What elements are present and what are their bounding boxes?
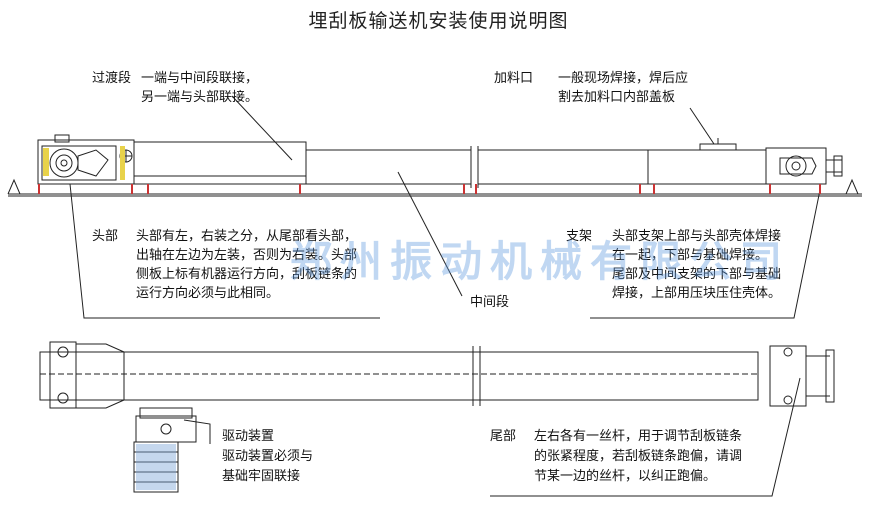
head-accent-right xyxy=(120,146,125,180)
head-accent-left xyxy=(43,148,49,176)
tail-screw-block xyxy=(833,155,843,177)
drive-motor xyxy=(133,441,179,493)
label-head-name: 头部 xyxy=(92,229,119,244)
leader-drive xyxy=(183,419,211,444)
plan-casing-outer xyxy=(39,351,759,401)
label-inlet-line2: 割去加料口内部盖板 xyxy=(558,90,676,105)
head-drive-block xyxy=(77,149,109,177)
label-support-name: 支架 xyxy=(566,229,593,244)
label-head-line4: 运行方向必须与此相同。 xyxy=(136,286,280,301)
plan-head-block xyxy=(49,341,77,409)
label-tail-line3: 节某一边的丝杆，以纠正跑偏。 xyxy=(534,469,717,484)
leader-tail xyxy=(490,377,801,497)
watermark-text: 郑州振动机械有限公司 xyxy=(290,237,791,286)
transition-section xyxy=(134,141,307,185)
label-inlet-line1: 一般现场焊接，焊后应 xyxy=(558,71,689,86)
head-sprocket-outer xyxy=(49,148,79,178)
leader-transition xyxy=(231,95,293,161)
tail-sprocket xyxy=(785,155,807,177)
label-drive-name: 驱动装置 xyxy=(222,429,275,444)
drive-motor-fill xyxy=(136,444,176,490)
label-head-line3: 侧板上标有机器运行方向，刮板链条的 xyxy=(136,267,358,282)
ground-mark-right xyxy=(845,178,859,195)
middle-section-1 xyxy=(305,149,472,185)
plan-transition xyxy=(76,343,125,409)
label-transition-name: 过渡段 xyxy=(92,71,132,86)
head-cap xyxy=(54,134,70,143)
label-head-line1: 头部有左，右装之分，从尾部看头部， xyxy=(136,229,358,244)
label-tail-name: 尾部 xyxy=(490,429,517,444)
inlet-plate xyxy=(699,143,737,151)
head-housing xyxy=(37,139,135,185)
head-shaft xyxy=(60,159,68,167)
label-tail-line1: 左右各有一丝杆，用于调节刮板链条 xyxy=(534,429,743,444)
label-drive-line1: 驱动装置必须与 xyxy=(222,449,314,464)
label-transition-line1: 一端与中间段联接， xyxy=(141,71,259,86)
label-tail-line2: 的张紧程度，若刮板链条跑偏，请调 xyxy=(534,449,743,464)
supports xyxy=(38,184,821,194)
label-support-line1: 头部支架上部与头部壳体焊接 xyxy=(612,229,782,244)
leader-support xyxy=(590,189,821,319)
leader-middle xyxy=(397,171,463,297)
label-inlet-name: 加料口 xyxy=(494,71,534,86)
leader-head xyxy=(69,183,380,319)
page-title: 埋刮板输送机安装使用说明图 xyxy=(308,10,569,32)
leader-inlet xyxy=(689,107,715,145)
label-drive-line2: 基础牢固联接 xyxy=(222,469,301,484)
label-support-line2: 在一起，下部与基础焊接。 xyxy=(612,248,769,263)
tail-frame xyxy=(779,157,817,175)
tail-housing xyxy=(765,147,827,185)
ground-mark-left xyxy=(7,178,21,195)
plan-tail-screws xyxy=(825,349,835,403)
label-support-line3: 尾部及中间支架的下部与基础 xyxy=(612,267,782,282)
middle-section-3 xyxy=(647,149,767,185)
label-middle-name: 中间段 xyxy=(470,295,510,310)
head-frame xyxy=(41,145,117,181)
drive-reducer xyxy=(135,415,197,443)
middle-section-2 xyxy=(477,149,649,185)
label-support-line4: 焊接，上部用压块压住壳体。 xyxy=(612,286,782,301)
plan-tail-block xyxy=(769,345,807,407)
head-sprocket-inner xyxy=(55,154,73,172)
label-transition-line2: 另一端与头部联接。 xyxy=(141,90,259,105)
label-head-line2: 出轴在左边为左装，否则为右装。头部 xyxy=(136,248,358,263)
